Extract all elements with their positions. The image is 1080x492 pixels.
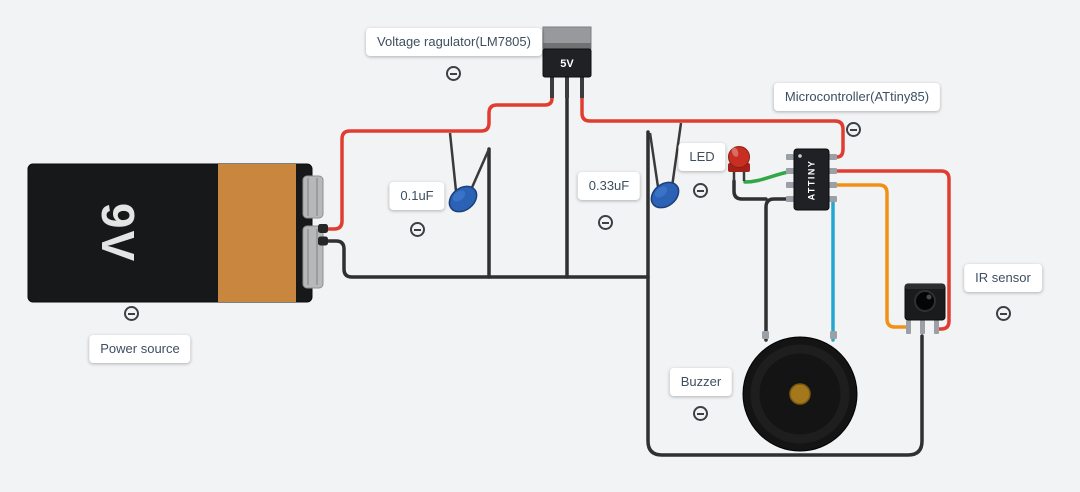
led-bulb — [728, 146, 750, 168]
cap1-highlight — [452, 190, 466, 202]
collapse-annotation-icon[interactable] — [996, 306, 1011, 321]
battery-wire-nub-negative — [318, 236, 328, 246]
cap2-lead — [670, 122, 683, 188]
regulator-body — [542, 48, 592, 78]
wire-chip-to-buzzer[interactable] — [764, 197, 790, 342]
ir-lens-highlight — [926, 294, 932, 300]
chip-label: ATTINY — [807, 160, 817, 201]
annotation-label-power-source[interactable]: Power source — [89, 335, 191, 363]
buzzer-pin — [830, 331, 837, 339]
collapse-annotation-icon[interactable] — [846, 122, 861, 137]
annotation-label-buzzer[interactable]: Buzzer — [669, 368, 733, 396]
collapse-annotation-icon[interactable] — [124, 306, 139, 321]
chip-pin — [829, 182, 837, 188]
buzzer[interactable] — [742, 331, 858, 452]
cap2-body — [650, 181, 680, 209]
collapse-annotation-icon[interactable] — [446, 66, 461, 81]
ir-body-top — [905, 284, 945, 289]
wire-5v-chip-to-ir[interactable] — [835, 169, 951, 331]
buzzer-ring — [750, 344, 850, 444]
chip-pin — [786, 168, 794, 174]
wire-signal-chip-to-ir[interactable] — [835, 183, 909, 329]
wire-5v-regulator-to-chip[interactable] — [580, 95, 845, 159]
annotation-label-ir-sensor[interactable]: IR sensor — [964, 264, 1042, 292]
ir-pin-gnd — [920, 320, 925, 334]
chip-pin — [829, 154, 837, 160]
collapse-annotation-icon[interactable] — [598, 215, 613, 230]
buzzer-pin — [762, 331, 769, 339]
ir-lens — [914, 290, 936, 312]
cap2-lead — [648, 132, 660, 188]
battery-9v[interactable]: 9V — [27, 163, 328, 303]
wire-power-battery-to-regulator[interactable] — [324, 94, 554, 231]
collapse-annotation-icon[interactable] — [693, 406, 708, 421]
chip-pin — [786, 196, 794, 202]
cap1-body — [448, 185, 478, 213]
ir-pin-out — [906, 320, 911, 334]
cap1-lead — [468, 148, 491, 193]
annotation-label-microcontroller[interactable]: Microcontroller(ATtiny85) — [773, 83, 941, 111]
cap1-lead — [448, 132, 458, 192]
collapse-annotation-icon[interactable] — [693, 183, 708, 198]
chip-pin — [786, 182, 794, 188]
buzzer-center — [789, 383, 811, 405]
voltage-regulator-lm7805[interactable]: 5V — [542, 26, 592, 98]
battery-wrap — [218, 164, 296, 302]
capacitor-0.33uf[interactable] — [646, 122, 683, 213]
wire-ground-battery-rail[interactable] — [324, 239, 650, 279]
regulator-leg-output — [580, 77, 584, 98]
chip-notch-dot — [798, 154, 802, 158]
wire-led-cathode[interactable] — [732, 179, 768, 201]
annotation-label-voltage-regulator[interactable]: Voltage ragulator(LM7805) — [366, 28, 542, 56]
regulator-leg-input — [550, 77, 554, 98]
regulator-label: 5V — [560, 58, 574, 70]
battery-label: 9V — [92, 203, 144, 263]
led-red[interactable] — [728, 146, 750, 181]
regulator-leg-ground — [565, 77, 569, 98]
led-shine — [731, 147, 739, 157]
annotation-label-cap1[interactable]: 0.1uF — [389, 182, 445, 210]
regulator-tab-band — [543, 43, 591, 49]
battery-terminal-negative — [302, 225, 324, 289]
ir-pin-vcc — [934, 320, 939, 334]
chip-pin — [829, 168, 837, 174]
wire-ground-loop[interactable] — [646, 130, 924, 457]
cap2-highlight — [654, 186, 668, 198]
chip-pin — [786, 154, 794, 160]
annotation-label-cap2[interactable]: 0.33uF — [577, 172, 641, 200]
chip-body — [793, 148, 830, 211]
annotation-label-led[interactable]: LED — [678, 143, 726, 171]
capacitor-0.1uf[interactable] — [444, 132, 491, 217]
collapse-annotation-icon[interactable] — [410, 222, 425, 237]
battery-wire-nub-positive — [318, 224, 328, 233]
wire-led-anode[interactable] — [743, 170, 790, 184]
chip-pin — [829, 196, 837, 202]
ir-sensor[interactable] — [904, 283, 946, 334]
battery-terminal-positive — [302, 175, 324, 219]
microcontroller-attiny85[interactable]: ATTINY — [786, 148, 837, 211]
